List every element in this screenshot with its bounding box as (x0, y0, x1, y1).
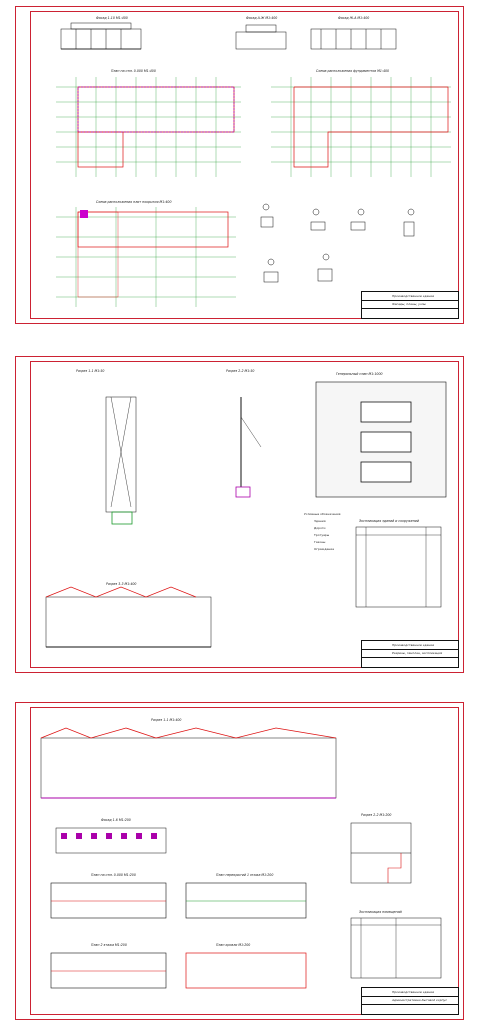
floor-plan: План на отм. 0.000 М1:400 (56, 69, 241, 177)
section-long: Разрез 1-1 М1:400 (40, 718, 337, 799)
facade-abk: Фасад 1-6 М1:200 (55, 818, 167, 854)
legend-item-2: Дороги (314, 526, 325, 530)
legend: Условные обозначения Здания Дороги Троту… (304, 512, 341, 551)
detail-nodes (260, 203, 415, 283)
section-3: Разрез 3-3 М1:400 (45, 582, 212, 648)
title-block-3-line2: Административно-бытовой корпус (392, 998, 447, 1002)
drawing-sheet-3: Разрез 1-1 М1:400 Фасад 1-6 М1:200 План … (15, 702, 464, 1020)
drawing-sheet-2: Разрез 1-1 М1:50 Разрез 2-2 М1:50 Генера… (15, 356, 464, 673)
explication-table: Экспликация зданий и сооружений (355, 519, 442, 608)
section-1-caption: Разрез 1-1 М1:50 (76, 369, 104, 373)
title-block-3-line1: Производственное здание (392, 990, 435, 994)
plan-first-floor: План на отм. 0.000 М1:200 (50, 873, 167, 919)
sheet-1-drawings: Фасад 1-10 М1:400 Фасад А-Ж М1:400 Фасад… (56, 16, 451, 307)
sheet-2-frame (30, 361, 459, 668)
title-block-3: Производственное здание Административно-… (361, 987, 459, 1015)
legend-item-5: Ограждение (314, 547, 334, 551)
section-2-caption: Разрез 2-2 М1:50 (226, 369, 254, 373)
floor-plan-caption: План на отм. 0.000 М1:400 (111, 69, 156, 73)
slab-plan-caption: Схема расположения плит покрытия М1:400 (96, 200, 171, 204)
roof-plan: План кровли М1:200 (185, 943, 307, 989)
legend-item-1: Здания (314, 519, 326, 523)
sheet-3-drawings: Разрез 1-1 М1:400 Фасад 1-6 М1:200 План … (40, 718, 442, 989)
plan-second-floor-caption: План 2 этажа М1:200 (91, 943, 127, 947)
section-3-caption: Разрез 3-3 М1:400 (106, 582, 136, 586)
legend-item-4: Газоны (314, 540, 326, 544)
plan-first-floor-caption: План на отм. 0.000 М1:200 (91, 873, 136, 877)
title-block-2-line1: Производственное здание (392, 643, 435, 647)
section-1: Разрез 1-1 М1:50 (76, 369, 137, 525)
section-2: Разрез 2-2 М1:50 (226, 369, 262, 498)
legend-item-3: Тротуары (313, 533, 330, 537)
sheet-3-frame (30, 707, 459, 1015)
sheet-2-drawings: Разрез 1-1 М1:50 Разрез 2-2 М1:50 Генера… (45, 369, 447, 648)
facade-1-caption: Фасад 1-10 М1:400 (96, 16, 128, 20)
facade-2: Фасад А-Ж М1:400 (235, 16, 287, 50)
drawing-sheet-1: Фасад 1-10 М1:400 Фасад А-Ж М1:400 Фасад… (15, 6, 464, 324)
facade-1: Фасад 1-10 М1:400 (60, 16, 142, 50)
general-plan: Генеральный план М1:1000 (315, 372, 447, 498)
title-block-2-line2: Разрезы, генплан, экспликация (392, 651, 443, 655)
section-abk: Разрез 2-2 М1:200 (350, 813, 412, 884)
facade-2-caption: Фасад А-Ж М1:400 (246, 16, 277, 20)
explication-caption: Экспликация зданий и сооружений (358, 519, 419, 523)
facade-3-caption: Фасад Ж-А М1:400 (338, 16, 369, 20)
title-block-2: Производственное здание Разрезы, генплан… (361, 640, 459, 668)
foundation-plan-caption: Схема расположения фундаментов М1:400 (316, 69, 389, 73)
section-abk-caption: Разрез 2-2 М1:200 (361, 813, 391, 817)
roof-plan-caption: План кровли М1:200 (216, 943, 250, 947)
foundation-plan: Схема расположения фундаментов М1:400 (271, 69, 451, 177)
legend-title: Условные обозначения (304, 512, 341, 516)
plan-second-floor: План 2 этажа М1:200 (50, 943, 167, 989)
facade-3: Фасад Ж-А М1:400 (310, 16, 397, 50)
facade-abk-caption: Фасад 1-6 М1:200 (101, 818, 131, 822)
sheet-1-frame (30, 11, 459, 319)
title-block-1: Производственное здание Фасады, планы, у… (361, 291, 459, 319)
slab-plan: Схема расположения плит покрытия М1:400 (56, 200, 236, 307)
plan-floor-slab: План перекрытий 1 этажа М1:200 (185, 873, 307, 919)
title-block-1-line2: Фасады, планы, узлы (392, 302, 426, 306)
general-plan-caption: Генеральный план М1:1000 (336, 372, 383, 376)
title-block-1-line1: Производственное здание (392, 294, 435, 298)
section-long-caption: Разрез 1-1 М1:400 (151, 718, 181, 722)
plan-floor-slab-caption: План перекрытий 1 этажа М1:200 (216, 873, 273, 877)
room-table-caption: Экспликация помещений (358, 910, 402, 914)
room-table: Экспликация помещений (350, 910, 442, 979)
